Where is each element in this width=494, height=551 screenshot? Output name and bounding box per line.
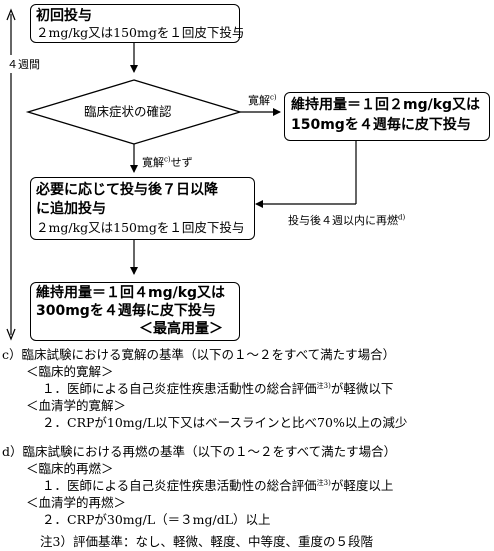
remission-label: 寛解c) bbox=[248, 93, 277, 107]
initial-dose-box: 初回投与 ２mg/kg又は150mgを１回皮下投与 bbox=[30, 4, 244, 43]
initial-dose-detail: ２mg/kg又は150mgを１回皮下投与 bbox=[36, 25, 245, 40]
note-c-title: c）臨床試験における寛解の基準（以下の１～２をすべて満たす場合） bbox=[2, 347, 396, 362]
note-c-clinical-head: ＜臨床的寛解＞ bbox=[26, 364, 114, 379]
relapse-label: 投与後４週以内に再燃d) bbox=[288, 213, 406, 227]
initial-dose-title: 初回投与 bbox=[36, 8, 92, 24]
maintenance-dose-box: 維持用量＝１回２mg/kg又は 150mgを４週毎に皮下投与 bbox=[284, 92, 490, 141]
note-d-title: d）臨床試験における再燃の基準（以下の１～２をすべて満たす場合） bbox=[2, 444, 397, 459]
note-c-item1: １．医師による自己炎症性疾患活動性の総合評価注3)が軽微以下 bbox=[42, 381, 394, 396]
max-dose-line1: 維持用量＝１回４mg/kg又は bbox=[36, 285, 226, 301]
max-dose-box: 維持用量＝１回４mg/kg又は 300mgを４週毎に皮下投与 ＜最高用量＞ bbox=[30, 282, 240, 341]
note-d-item2: ２．CRPが30mg/L（＝３mg/dL）以上 bbox=[42, 512, 271, 527]
note-c-item2: ２．CRPが10mg/L以下又はベースラインと比べ70%以上の減少 bbox=[42, 415, 408, 430]
maintenance-dose-line2: 150mgを４週毎に皮下投与 bbox=[291, 117, 471, 133]
note-d-clinical-head: ＜臨床的再燃＞ bbox=[26, 461, 114, 476]
note-d-serum-head: ＜血清学的再燃＞ bbox=[26, 495, 127, 510]
note-c-serum-head: ＜血清学的寛解＞ bbox=[26, 398, 127, 413]
additional-dose-line2: に追加投与 bbox=[36, 201, 106, 217]
confirm-label: 臨床症状の確認 bbox=[84, 104, 172, 119]
max-dose-line3: ＜最高用量＞ bbox=[139, 321, 223, 337]
additional-dose-line1: 必要に応じて投与後７日以降 bbox=[36, 182, 218, 198]
maintenance-dose-line1: 維持用量＝１回２mg/kg又は bbox=[291, 97, 481, 113]
note-d-item1: １．医師による自己炎症性疾患活動性の総合評価注3)が軽度以上 bbox=[42, 478, 394, 493]
no-remission-label: 寛解c)せず bbox=[142, 155, 193, 169]
additional-dose-detail: ２mg/kg又は150mgを１回皮下投与 bbox=[36, 220, 245, 235]
max-dose-line2: 300mgを４週毎に皮下投与 bbox=[36, 303, 216, 319]
interval-label: ４週間 bbox=[7, 55, 40, 73]
footnote-3: 注3）評価基準：なし、軽微、軽度、中等度、重度の５段階 bbox=[40, 534, 373, 549]
additional-dose-box: 必要に応じて投与後７日以降 に追加投与 ２mg/kg又は150mgを１回皮下投与 bbox=[30, 177, 255, 240]
